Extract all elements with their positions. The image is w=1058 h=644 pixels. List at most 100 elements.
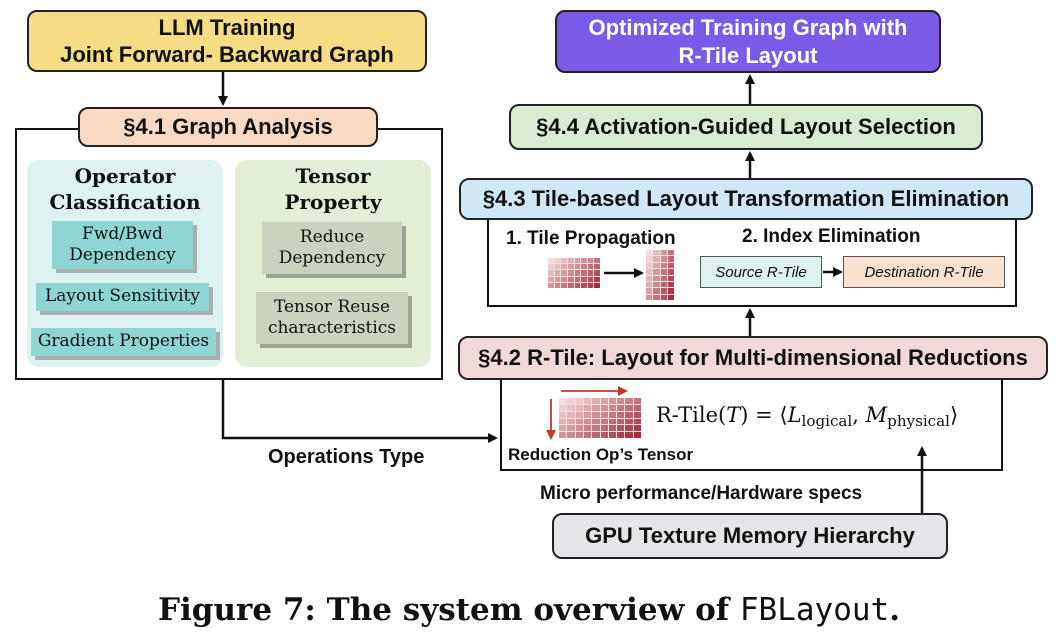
tile-cell bbox=[633, 411, 641, 418]
source-rtile-box: Source R-Tile bbox=[700, 256, 822, 288]
tile-cell bbox=[646, 288, 653, 294]
tile-cell bbox=[667, 269, 674, 275]
tile-cell bbox=[583, 404, 592, 411]
tile-cell bbox=[561, 270, 567, 276]
tile-cell bbox=[653, 281, 660, 288]
optimized-graph-box: Optimized Training Graph with R-Tile Lay… bbox=[555, 10, 941, 73]
tile-cell bbox=[625, 411, 633, 418]
tile-cell bbox=[575, 432, 583, 438]
tile-cell bbox=[583, 398, 592, 404]
llm-training-subtitle: Joint Forward- Backward Graph bbox=[60, 42, 394, 67]
tensor-property-title: Tensor Property bbox=[284, 164, 382, 214]
tile-cell bbox=[567, 276, 574, 282]
tile-cell bbox=[554, 282, 561, 288]
reduction-tensor-grid bbox=[559, 398, 641, 438]
tile-cell bbox=[660, 281, 667, 288]
tile-cell bbox=[574, 282, 581, 288]
tile-cell bbox=[567, 411, 575, 418]
optimized-graph-subtitle: R-Tile Layout bbox=[678, 42, 818, 68]
figure-caption: Figure 7: The system overview of FBLayou… bbox=[158, 592, 900, 628]
tile-cell bbox=[567, 282, 574, 288]
tile-cell bbox=[548, 258, 554, 264]
tile-cell bbox=[575, 398, 583, 404]
tile-cell bbox=[625, 398, 633, 404]
tile-cell bbox=[625, 425, 633, 432]
tile-cell bbox=[587, 282, 594, 288]
tile-cell bbox=[559, 404, 567, 411]
optimized-graph-title: Optimized Training Graph with bbox=[588, 15, 908, 40]
tile-cell bbox=[594, 282, 600, 288]
tile-cell bbox=[653, 288, 660, 294]
tile-cell bbox=[575, 411, 583, 418]
tile-cell bbox=[625, 404, 633, 411]
tile-cell bbox=[583, 432, 592, 438]
tile-cell bbox=[574, 258, 581, 264]
tile-cell bbox=[608, 404, 617, 411]
rtile-formula: R-Tile(T) = ⟨Llogical, Mphysical⟩ bbox=[656, 403, 959, 431]
tile-cell bbox=[583, 418, 592, 425]
tile-cell bbox=[594, 264, 600, 270]
tile-cell bbox=[653, 269, 660, 275]
tile-cell bbox=[567, 404, 575, 411]
tile-cell bbox=[567, 432, 575, 438]
tile-cell bbox=[600, 398, 608, 404]
reduce-dependency-tag: Reduce Dependency bbox=[262, 222, 402, 274]
tile-cell bbox=[600, 432, 608, 438]
tile-cell bbox=[617, 418, 625, 425]
tile-cell bbox=[548, 276, 554, 282]
tile-cell bbox=[646, 275, 653, 281]
index-elimination-label: 2. Index Elimination bbox=[742, 226, 921, 247]
tile-cell bbox=[567, 258, 574, 264]
tile-cell bbox=[633, 432, 641, 438]
tile-cell bbox=[561, 264, 567, 270]
reduction-tensor-label: Reduction Op’s Tensor bbox=[508, 445, 694, 464]
tile-cell bbox=[575, 418, 583, 425]
tile-cell bbox=[617, 398, 625, 404]
tile-cell bbox=[667, 294, 674, 300]
tile-propagation-label: 1. Tile Propagation bbox=[506, 228, 676, 249]
tile-cell bbox=[660, 250, 667, 256]
tile-cell bbox=[667, 256, 674, 262]
tile-cell bbox=[574, 270, 581, 276]
tile-cell bbox=[592, 404, 600, 411]
tile-cell bbox=[608, 418, 617, 425]
tile-cell bbox=[660, 288, 667, 294]
tile-cell bbox=[667, 281, 674, 288]
tile-cell bbox=[594, 270, 600, 276]
tile-cell bbox=[559, 398, 567, 404]
tile-cell bbox=[633, 425, 641, 432]
tile-cell bbox=[646, 262, 653, 269]
tile-grid-after bbox=[646, 250, 674, 300]
tile-cell bbox=[592, 398, 600, 404]
layout-selection-box: §4.4 Activation-Guided Layout Selection bbox=[509, 104, 983, 150]
tile-cell bbox=[633, 404, 641, 411]
tile-cell bbox=[594, 258, 600, 264]
tile-cell bbox=[594, 276, 600, 282]
tile-cell bbox=[646, 256, 653, 262]
llm-training-title: LLM Training bbox=[158, 14, 296, 40]
tile-cell bbox=[667, 262, 674, 269]
graph-analysis-box: §4.1 Graph Analysis bbox=[78, 107, 378, 147]
tile-cell bbox=[567, 425, 575, 432]
gradient-properties-tag: Gradient Properties bbox=[31, 328, 216, 356]
tile-cell bbox=[653, 294, 660, 300]
tile-cell bbox=[600, 411, 608, 418]
tile-cell bbox=[575, 425, 583, 432]
tile-cell bbox=[600, 425, 608, 432]
tile-cell bbox=[554, 258, 561, 264]
tensor-reuse-tag: Tensor Reuse characteristics bbox=[256, 292, 408, 344]
tile-cell bbox=[581, 258, 587, 264]
tile-cell bbox=[667, 275, 674, 281]
tile-cell bbox=[646, 269, 653, 275]
tile-cell bbox=[667, 288, 674, 294]
tile-cell bbox=[561, 258, 567, 264]
tile-cell bbox=[581, 270, 587, 276]
tile-cell bbox=[633, 398, 641, 404]
tile-cell bbox=[667, 250, 674, 256]
tile-cell bbox=[567, 264, 574, 270]
tile-cell bbox=[646, 250, 653, 256]
tile-cell bbox=[633, 418, 641, 425]
tile-cell bbox=[561, 276, 567, 282]
tile-cell bbox=[587, 270, 594, 276]
llm-training-box: LLM Training Joint Forward- Backward Gra… bbox=[27, 10, 427, 72]
